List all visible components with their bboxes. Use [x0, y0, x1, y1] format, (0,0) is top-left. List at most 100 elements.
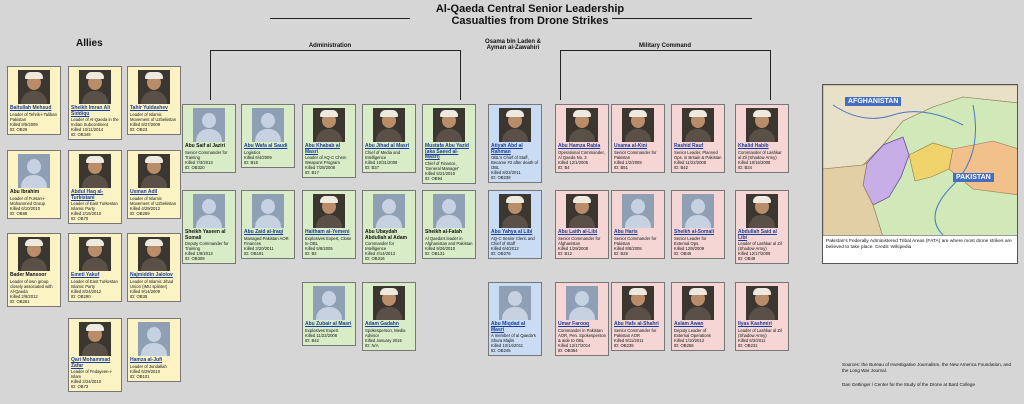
- profile-name-link[interactable]: Abdul Haq al-Turkistani: [71, 189, 104, 201]
- profile-name-link[interactable]: Usama al-Kini: [614, 143, 648, 149]
- sources-note: Sources: the Bureau of Investigative Jou…: [842, 362, 1012, 373]
- profile-role: Senior Commander for Pakistan: [614, 235, 657, 246]
- profile-name-link[interactable]: Emeti Yakuf: [71, 272, 100, 278]
- profile-name-link[interactable]: Ilyas Kashmiri: [738, 321, 772, 327]
- profile-killed-date: Killed 1/2/2009: [614, 159, 642, 165]
- profile-name-link[interactable]: Rashid Rauf: [674, 143, 704, 149]
- placeholder-silhouette-icon: [138, 322, 170, 356]
- profile-name-link[interactable]: Abu Yahya al Libi: [491, 229, 533, 235]
- profile-name-link[interactable]: Khalid Habib: [738, 143, 769, 149]
- profile-role: Leader of AQ-C Chem Weapons Program: [305, 155, 347, 166]
- profile-killed-date: Killed 12/1/2005: [558, 159, 589, 165]
- profile-name-link[interactable]: Usman Adil: [130, 189, 158, 195]
- portrait-photo: [79, 237, 111, 271]
- profile-name-link[interactable]: Najmiddin Jalolov: [130, 272, 173, 278]
- placeholder-silhouette-icon: [373, 194, 405, 228]
- profile-card-mustafa-abu-yazid-aka-saeed-al-masri[interactable]: Mustafa Abu Yazid (aka Saeed al-Masri)Ch…: [422, 104, 476, 184]
- profile-name-link[interactable]: Abdullah Said al Libi: [738, 229, 777, 241]
- profile-killed-date: Killed 12/8/2009: [674, 245, 705, 251]
- fata-map: AFGHANISTAN PAKISTAN Pakistan's Federall…: [822, 84, 1018, 264]
- profile-name-link[interactable]: Abu Zubair al Masri: [305, 321, 352, 327]
- profile-name-link[interactable]: Abu Jihad al Masri: [365, 143, 410, 149]
- profile-name-link[interactable]: Baitullah Mehsud: [10, 105, 52, 111]
- profile-role: Leader of East Turkestan Islamic Party: [71, 201, 118, 212]
- section-allies: Allies: [76, 38, 103, 49]
- profile-name-link[interactable]: Abu Hamza Rabia: [558, 143, 601, 149]
- profile-name-link[interactable]: Umar Farooq: [558, 321, 590, 327]
- profile-id: ID: OB191: [244, 250, 264, 256]
- profile-killed-date: Killed 6/3/2011: [738, 337, 766, 343]
- profile-id: ID: B26: [614, 250, 628, 256]
- profile-name-link[interactable]: Hamza al-Jufi: [130, 357, 163, 363]
- profile-name-link[interactable]: Aslam Awan: [674, 321, 704, 327]
- profile-role: OBL's Chief of Staff, Became #2 after de…: [491, 155, 539, 171]
- profile-name-link[interactable]: Sheikh Imran Ali Siddiqu: [71, 105, 110, 117]
- profile-role: AQ-C Senior Cleric and Chief of Staff: [491, 235, 535, 246]
- profile-name-link[interactable]: Abu Laith al-Libi: [558, 229, 598, 235]
- profile-id: ID: B4: [558, 164, 570, 170]
- placeholder-silhouette-icon: [18, 154, 50, 188]
- connector-drop-3: [560, 50, 561, 100]
- profile-name-link[interactable]: Atiyah Abd al Rahman: [491, 143, 523, 155]
- profile-killed-date: Killed 12/17/2014: [558, 342, 591, 348]
- profile-name-link[interactable]: Abu Khabab al Masri: [305, 143, 341, 155]
- portrait-photo: [373, 286, 405, 320]
- profile-name-link[interactable]: Haitham al-Yemeni: [305, 229, 350, 235]
- profile-name-link[interactable]: Mustafa Abu Yazid (aka Saeed al-Masri): [425, 143, 469, 161]
- profile-id: ID: B51: [614, 164, 628, 170]
- profile-role: Leader of Al-Qaeda in the Indian Subcont…: [71, 117, 119, 128]
- profile-name: Bader Mansoor: [10, 272, 47, 278]
- profile-killed-date: Killed 5/8/2005: [305, 245, 333, 251]
- profile-name-link[interactable]: Qari Mohammad Zafar: [71, 357, 111, 369]
- portrait-photo: [313, 108, 345, 142]
- profile-killed-date: Killed 8/5/2009: [10, 121, 38, 127]
- profile-killed-date: Killed 1/29/2008: [558, 245, 589, 251]
- portrait-photo: [682, 108, 714, 142]
- profile-name-link[interactable]: Abu Miqdad al Masri: [491, 321, 526, 333]
- portrait-photo: [138, 154, 170, 188]
- profile-name-link[interactable]: Sheikh al-Somali: [674, 229, 715, 235]
- section-military: Military Command: [638, 43, 691, 49]
- profile-name-link[interactable]: Adam Gadahn: [365, 321, 399, 327]
- profile-id: ID: B2: [305, 250, 317, 256]
- portrait-photo: [622, 108, 654, 142]
- profile-name-link[interactable]: Abu Wafa al Saudi: [244, 143, 288, 149]
- profile-killed-date: Killed 6/4/2012: [491, 245, 519, 251]
- profile-name-link[interactable]: Tahir Yuldashev: [130, 105, 168, 111]
- profile-role: Leader of Islamic Jihad Union (IMU splin…: [130, 278, 174, 289]
- profile-name-link[interactable]: Abu Zaid al-Iraqi: [244, 229, 284, 235]
- profile-name-link[interactable]: Abu Haris: [614, 229, 638, 235]
- profile-name-link[interactable]: Abu Hafs al-Shahri: [614, 321, 659, 327]
